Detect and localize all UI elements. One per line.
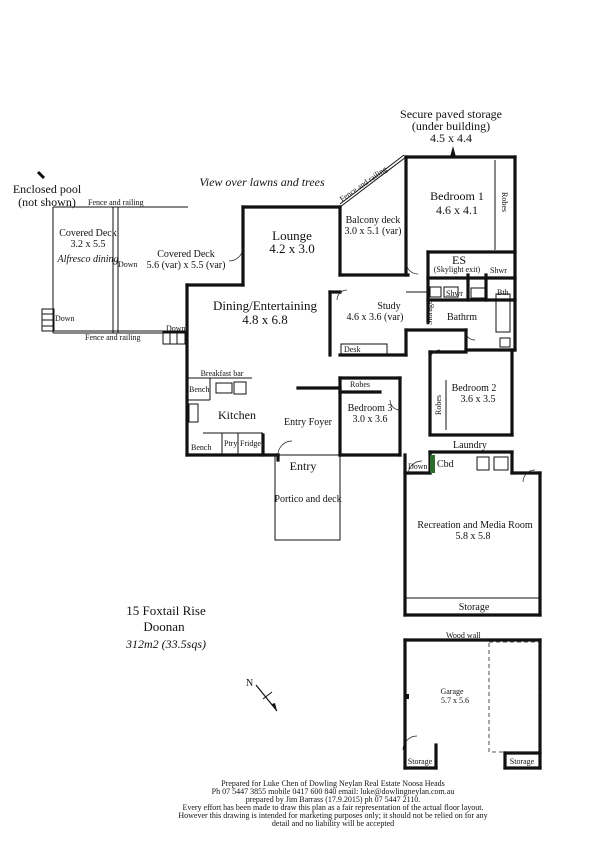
footer-line6: detail and no liability will be accepted xyxy=(272,819,394,828)
entry-name: Entry xyxy=(290,459,317,473)
bedroom3-size: 3.0 x 3.6 xyxy=(353,414,388,425)
lounge-name: Lounge xyxy=(272,228,312,243)
address-line1: 15 Foxtail Rise xyxy=(126,603,206,618)
footer-line5: However this drawing is intended for mar… xyxy=(178,811,487,820)
ensuite-note: (Skylight exit) xyxy=(434,265,481,274)
bathroom-name: Bathrm xyxy=(447,312,477,323)
covered-deck-left-name: Covered Deck xyxy=(59,228,116,239)
balcony-size: 3.0 x 5.1 (var) xyxy=(345,226,402,237)
shwr2-label: Shwr xyxy=(446,289,463,298)
dining-size: 4.8 x 6.8 xyxy=(242,312,288,327)
study-name: Study xyxy=(377,301,400,312)
desk-label: Desk xyxy=(344,345,360,354)
robes1-label: Robes xyxy=(500,192,509,212)
footer-line3: prepared by Jim Barrass (17.9.2015) ph 0… xyxy=(246,795,421,804)
bath-label: Bth xyxy=(497,288,509,297)
pool-note-line1: Enclosed pool xyxy=(13,182,82,196)
bedroom2-name: Bedroom 2 xyxy=(452,383,497,394)
storage-arrow-icon xyxy=(450,146,456,157)
ensuite-name: ES xyxy=(452,253,466,267)
balcony-name: Balcony deck xyxy=(346,215,401,226)
storage-study-label: Storage xyxy=(425,300,434,325)
footer-line2: Ph 07 5447 3855 mobile 0417 600 840 emai… xyxy=(212,787,455,796)
covered-deck-right-size: 5.6 (var) x 5.5 (var) xyxy=(147,260,226,271)
bench2-label: Bench xyxy=(191,443,211,452)
door-arcs xyxy=(228,246,536,751)
view-note: View over lawns and trees xyxy=(199,175,325,189)
garage-outline xyxy=(403,638,542,770)
storage-note-line1: Secure paved storage xyxy=(400,107,502,121)
breakfast-bar-label: Breakfast bar xyxy=(201,369,244,378)
bedroom2-size: 3.6 x 3.5 xyxy=(461,394,496,405)
cbd-label: Cbd xyxy=(437,459,454,470)
house-walls xyxy=(185,154,542,617)
bedroom1-size: 4.6 x 4.1 xyxy=(436,203,478,217)
shwr1-label: Shwr xyxy=(490,266,507,275)
pool-arrow-icon xyxy=(36,170,46,180)
covered-deck-left-outline xyxy=(41,206,188,345)
dining-name: Dining/Entertaining xyxy=(213,298,317,313)
down-label-1: Down xyxy=(55,314,75,323)
steps-bottom xyxy=(162,331,186,345)
compass-label: N xyxy=(246,678,253,689)
covered-deck-left-size: 3.2 x 5.5 xyxy=(71,239,106,250)
storage-note-line3: 4.5 x 4.4 xyxy=(430,131,472,145)
wood-wall-label: Wood wall xyxy=(446,631,481,640)
covered-deck-left-note: Alfresco dining xyxy=(56,254,118,265)
garage-size: 5.7 x 5.6 xyxy=(441,696,469,705)
recreation-size: 5.8 x 5.8 xyxy=(456,531,491,542)
entry-foyer-name: Entry Foyer xyxy=(284,417,333,428)
robes3-label: Robes xyxy=(350,380,370,389)
study-size: 4.6 x 3.6 (var) xyxy=(347,312,404,323)
garage-name: Garage xyxy=(440,687,464,696)
footer-line4: Every effort has been made to draw this … xyxy=(182,803,483,812)
storage-garage-left-label: Storage xyxy=(408,757,433,766)
address-area: 312m2 (33.5sqs) xyxy=(125,637,206,651)
kitchen-name: Kitchen xyxy=(218,408,256,422)
fence-label-top: Fence and railing xyxy=(88,198,144,207)
desk-outline xyxy=(340,343,388,355)
footer-line1: Prepared for Luke Chen of Dowling Neylan… xyxy=(221,779,445,788)
fence-label-bottom: Fence and railing xyxy=(85,333,141,342)
fridge-label: Fridge xyxy=(240,439,261,448)
fence-label-diagonal: Fence and railing xyxy=(338,164,389,203)
address-line2: Doonan xyxy=(143,619,185,634)
storage-note-line2: (under building) xyxy=(412,119,490,133)
compass-icon xyxy=(255,684,278,712)
down-label-3: Down xyxy=(166,324,186,333)
portico-name: Portico and deck xyxy=(274,494,341,505)
down-label-4: Down xyxy=(408,462,428,471)
pantry-label: Ptry xyxy=(224,439,237,448)
bedroom1-name: Bedroom 1 xyxy=(430,189,484,203)
down-label-2: Down xyxy=(118,260,138,269)
pool-note-line2: (not shown) xyxy=(18,195,76,209)
laundry-name: Laundry xyxy=(453,440,487,451)
storage-garage-right-label: Storage xyxy=(510,757,535,766)
robes2-label: Robes xyxy=(434,395,443,415)
recreation-name: Recreation and Media Room xyxy=(417,520,532,531)
bedroom3-name: Bedroom 3 xyxy=(348,403,393,414)
bath-fixtures xyxy=(188,286,511,473)
storage-rec-label: Storage xyxy=(459,602,490,613)
bench1-label: Bench xyxy=(189,385,209,394)
lounge-size: 4.2 x 3.0 xyxy=(269,241,315,256)
covered-deck-right-name: Covered Deck xyxy=(157,249,214,260)
